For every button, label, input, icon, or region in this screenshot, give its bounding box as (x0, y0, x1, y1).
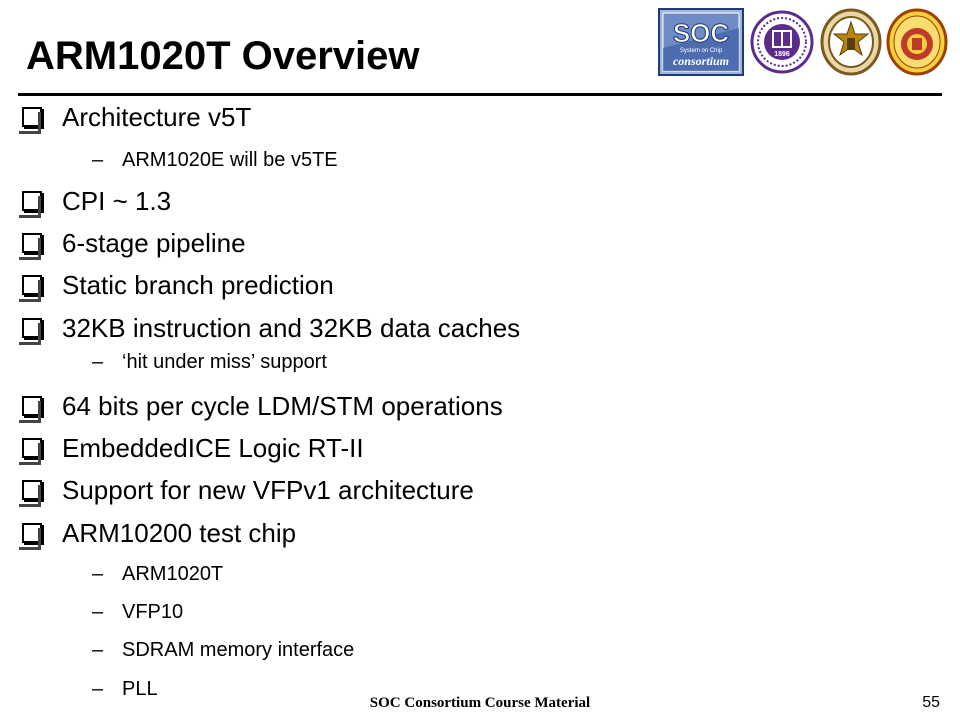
sub-bullet-text: ARM1020E will be v5TE (122, 149, 338, 171)
sub-bullet-text: PLL (122, 678, 158, 700)
page-number: 55 (922, 694, 940, 711)
sub-bullet-dash: – (92, 678, 104, 700)
checkbox-bullet-icon (19, 523, 42, 550)
sub-bullet-dash: – (92, 601, 104, 623)
bullet-text: 32KB instruction and 32KB data caches (62, 313, 521, 343)
bullet-text: 6-stage pipeline (62, 228, 246, 258)
sub-bullet-dash: – (92, 351, 104, 373)
seal-year-text: 1896 (774, 51, 790, 58)
soc-consortium-logo: SOC System on Chip consortium (658, 8, 744, 76)
purple-seal-icon: 1896 (750, 10, 814, 74)
purple-university-seal: 1896 (750, 10, 814, 74)
sub-bullet-dash: – (92, 149, 104, 171)
bullet-text: Architecture v5T (62, 102, 252, 132)
checkbox-bullet-icon (19, 480, 42, 507)
bullet-text: ARM10200 test chip (62, 518, 297, 548)
gold-seal-icon (820, 8, 882, 76)
checkbox-bullet-icon (19, 396, 42, 423)
soc-logo-small-text: System on Chip (680, 48, 723, 54)
red-seal-icon (886, 8, 948, 76)
bullet-text: CPI ~ 1.3 (62, 186, 172, 216)
sub-bullet-dash: – (92, 639, 104, 661)
red-university-seal (886, 8, 948, 76)
title-divider (18, 93, 942, 96)
soc-logo-bottom-text: consortium (673, 54, 729, 68)
checkbox-bullet-icon (19, 107, 42, 134)
sub-bullet-text: SDRAM memory interface (122, 639, 355, 661)
logo-strip: SOC System on Chip consortium 1896 (658, 8, 948, 80)
gold-university-seal (820, 8, 882, 76)
sub-bullet-text: ‘hit under miss’ support (122, 351, 327, 373)
checkbox-bullet-icon (19, 191, 42, 218)
checkbox-bullet-icon (19, 318, 42, 345)
footer-course-material: SOC Consortium Course Material (369, 695, 591, 711)
sub-bullet-text: ARM1020T (122, 563, 224, 585)
sub-bullet-dash: – (92, 563, 104, 585)
bullet-text: 64 bits per cycle LDM/STM operations (62, 391, 503, 421)
bullet-text: Support for new VFPv1 architecture (62, 475, 474, 505)
checkbox-bullet-icon (19, 233, 42, 260)
checkbox-bullet-icon (19, 438, 42, 465)
slide-title: ARM1020T Overview (26, 34, 420, 78)
bullet-text: Static branch prediction (62, 270, 334, 300)
soc-logo-top-text: SOC (673, 18, 730, 48)
checkbox-bullet-icon (19, 275, 42, 302)
sub-bullet-text: VFP10 (122, 601, 184, 623)
soc-logo-graphic: SOC System on Chip consortium (658, 8, 744, 76)
bullet-text: EmbeddedICE Logic RT-II (62, 433, 364, 463)
